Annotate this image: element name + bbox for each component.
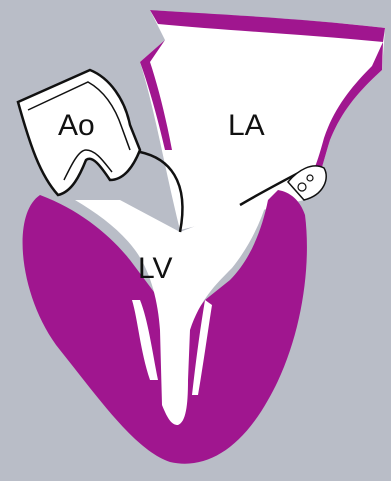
left-atrium-label: LA (228, 109, 265, 142)
aorta-label: Ao (58, 109, 95, 142)
left-ventricle-label: LV (138, 252, 172, 285)
